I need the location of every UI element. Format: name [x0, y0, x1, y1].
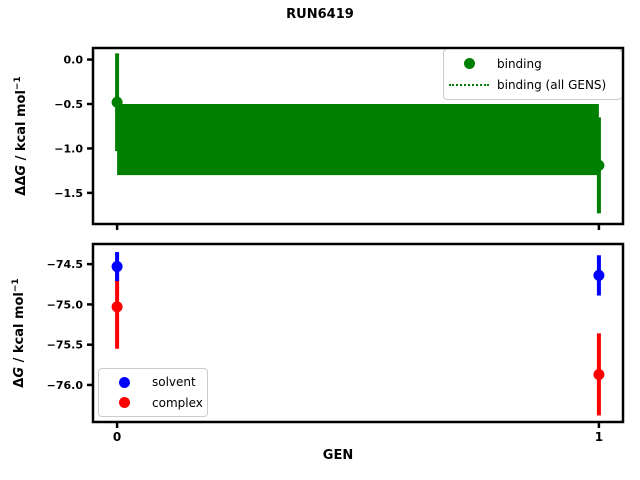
y-tick-label: 0.0 [64, 54, 84, 67]
binding-dot-icon [463, 58, 475, 70]
axes-frame [91, 46, 625, 226]
legend-label: solvent [152, 375, 196, 390]
legend-entry-complex: complex [103, 393, 203, 414]
x-tick-label: 0 [113, 430, 121, 444]
solvent-data-point [593, 269, 605, 281]
complex-data-point [593, 368, 605, 380]
y-tick-label: −75.5 [47, 339, 83, 352]
legend-label: binding (all GENS) [497, 78, 607, 93]
figure-title: RUN6419 [286, 7, 354, 22]
x-axis-label: GEN [322, 448, 354, 463]
bottom-y-axis-label: ΔG / kcal mol−1 [10, 278, 28, 388]
bottom-legend: solvent complex [98, 368, 208, 417]
binding-all-gens-dotted-line-icon [449, 84, 489, 87]
legend-label: binding [497, 56, 542, 71]
x-tick-label: 1 [595, 430, 603, 444]
y-tick-label: −0.5 [54, 98, 83, 111]
top-y-axis-label: ΔΔG / kcal mol−1 [12, 76, 30, 196]
complex-data-point [111, 301, 123, 313]
legend-entry-binding: binding [448, 53, 613, 75]
complex-dot-icon [118, 397, 130, 409]
axes-frame [91, 242, 625, 424]
subplot-top: 0.0 −0.5 −1.0 −1.5 [54, 46, 625, 230]
y-tick-label: −74.5 [47, 258, 83, 271]
binding-data-point [593, 159, 605, 171]
solvent-data-point [111, 261, 123, 273]
y-tick-label: −1.0 [54, 142, 83, 155]
legend-entry-solvent: solvent [103, 372, 199, 393]
subplot-bottom: −74.5 −75.0 −75.5 −76.0 0 1 [47, 242, 625, 444]
y-tick-label: −76.0 [47, 379, 84, 392]
y-tick-label: −1.5 [54, 187, 83, 200]
legend-entry-binding-all-gens: binding (all GENS) [448, 75, 613, 97]
binding-data-point [111, 96, 123, 108]
top-legend: binding binding (all GENS) [443, 49, 622, 100]
legend-label: complex [152, 395, 203, 410]
y-tick-label: −75.0 [47, 298, 84, 311]
solvent-dot-icon [118, 376, 130, 388]
